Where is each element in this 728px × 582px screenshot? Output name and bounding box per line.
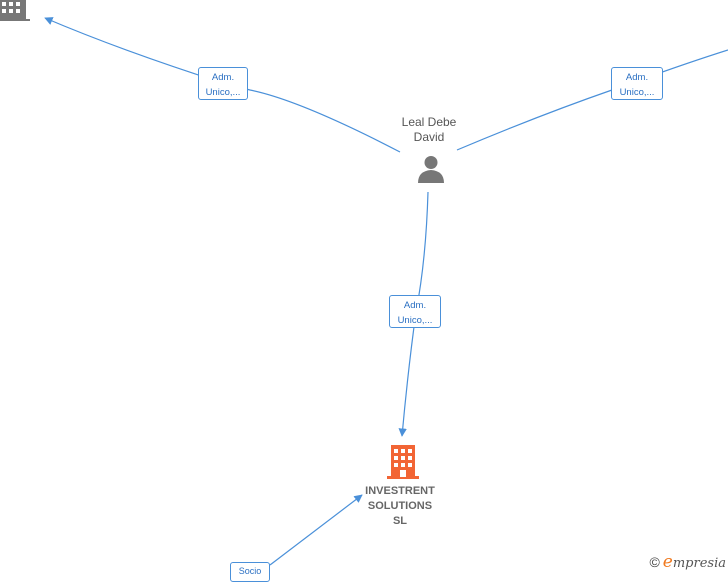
person-name-line2: David [413,130,445,144]
edge-person-to-topright-company[interactable] [456,49,728,151]
building-icon-topleft[interactable] [0,0,30,22]
empresia-logo[interactable]: ©empresia [649,552,726,572]
edge-label-socio[interactable]: Socio [230,562,270,582]
edge-label-left-line2: Unico,... [205,87,241,98]
edge-label-left[interactable]: Adm. Unico,... [198,67,248,100]
copyright-icon: © [649,554,660,570]
edge-label-down[interactable]: Adm. Unico,... [389,295,441,328]
building-icon[interactable] [387,445,419,480]
edge-label-socio-text: Socio [238,566,262,576]
company-name-line3: SL [392,515,408,527]
person-icon[interactable] [416,154,446,184]
person-name-line1: Leal Debe [401,115,457,129]
company-name-line2: SOLUTIONS [367,500,433,512]
edge-socio-to-investrent[interactable] [269,494,363,566]
edge-label-right-line2: Unico,... [619,87,655,98]
edge-label-down-line2: Unico,... [397,315,433,326]
edge-label-left-line1: Adm. [211,72,235,83]
edge-label-right-line1: Adm. [625,72,649,83]
edge-label-right[interactable]: Adm. Unico,... [611,67,663,100]
brand-name: mpresia [672,556,726,571]
brand-e: e [662,552,673,572]
person-name[interactable]: Leal Debe David [384,115,474,145]
company-name-line1: INVESTRENT [365,485,435,497]
edge-label-down-line1: Adm. [403,300,427,311]
company-name[interactable]: INVESTRENT SOLUTIONS SL [350,484,450,529]
